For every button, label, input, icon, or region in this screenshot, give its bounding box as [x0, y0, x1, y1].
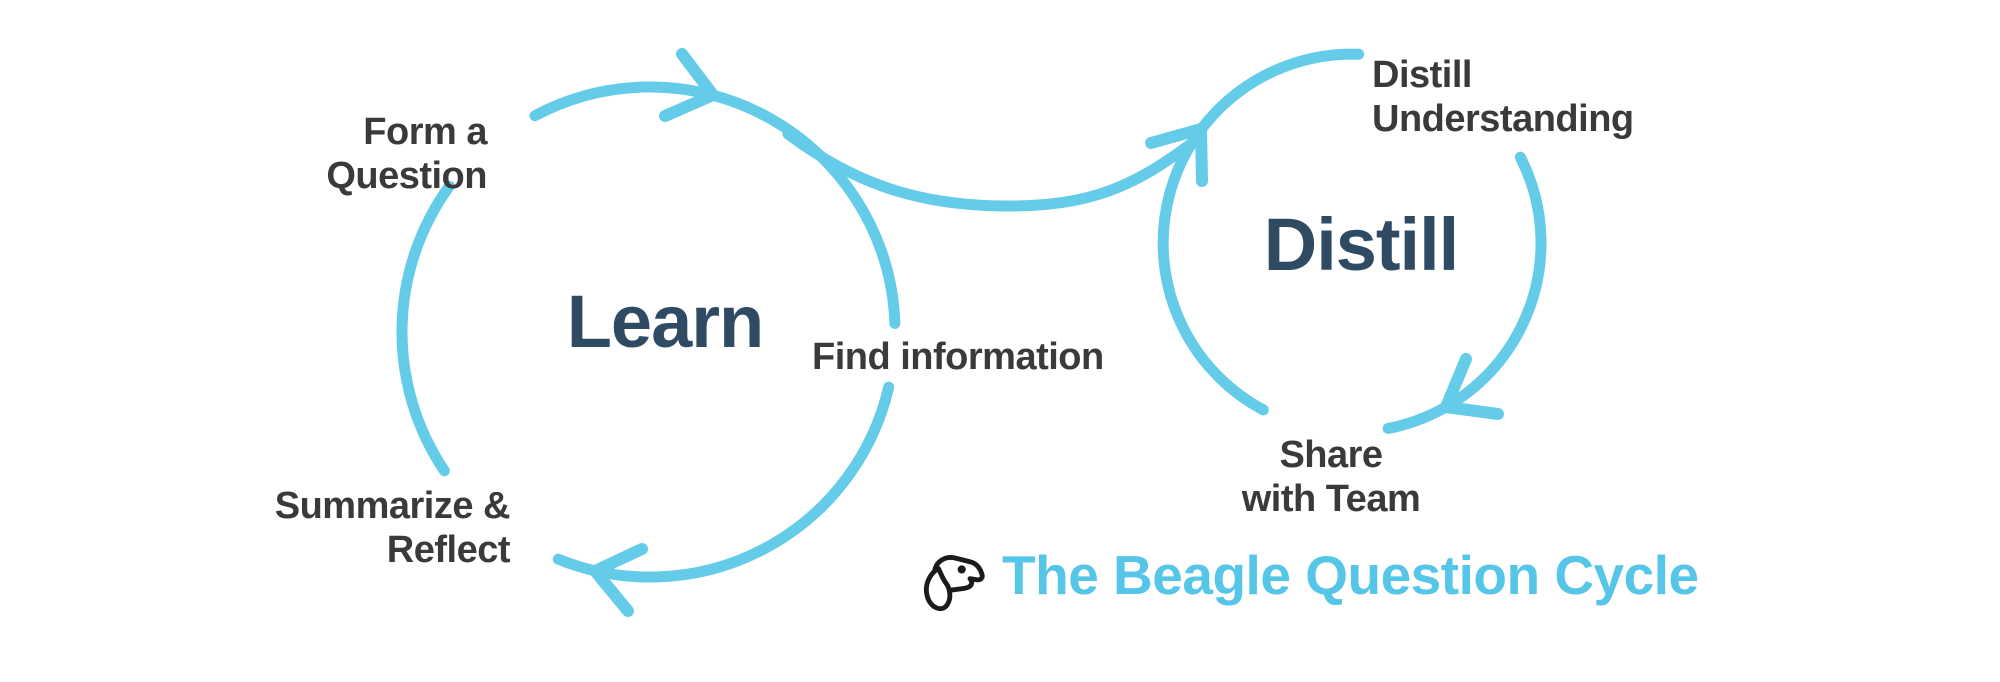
beagle-eye [957, 565, 966, 574]
learn-circle-arc-bottom [552, 381, 895, 583]
distill-circle-arc-left [1157, 48, 1365, 416]
distill-circle-arc-right [1382, 151, 1547, 434]
step-share-with-team: Share with Team [1241, 434, 1421, 520]
step-summarize-and-reflect: Summarize & Reflect [274, 485, 511, 571]
distill-left-arrowhead-icon [1145, 123, 1208, 187]
learn-circle-arc-top [529, 81, 901, 329]
beagle-dog-icon [923, 555, 985, 612]
step-form-a-question: Form a Question [326, 111, 487, 197]
learn-bottom-arrowhead-icon [589, 543, 648, 617]
cycle-connector-line [782, 128, 1202, 212]
step-find-information: Find information [812, 336, 1104, 378]
step-distill-understanding: Distill Understanding [1372, 54, 1634, 140]
learn-circle-arc-left [396, 180, 455, 477]
diagram-title-row: The Beagle Question Cycle [914, 542, 1699, 618]
distill-bottom-arrowhead-icon [1440, 353, 1504, 420]
learn-top-arrowhead-icon [659, 48, 719, 122]
learn-cycle-name: Learn [566, 280, 765, 363]
cycle-strokes-group [396, 48, 1547, 617]
diagram-title: The Beagle Question Cycle [1002, 544, 1699, 606]
distill-cycle-name: Distill [1263, 203, 1459, 286]
beagle-ear [923, 566, 953, 612]
